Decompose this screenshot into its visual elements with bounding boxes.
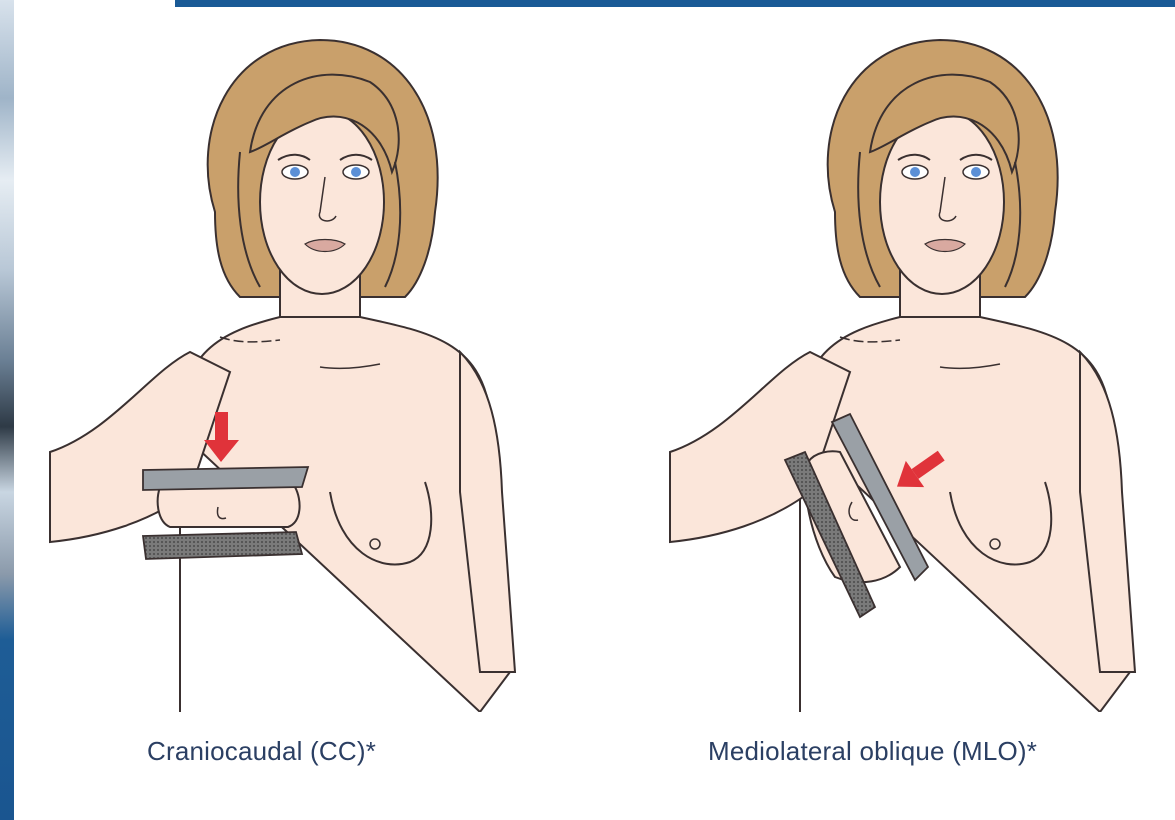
cc-illustration [40,12,560,712]
background-photo-strip [0,0,14,820]
top-accent-bar [175,0,1175,7]
caption-craniocaudal: Craniocaudal (CC)* [147,736,376,767]
mlo-illustration [660,12,1175,712]
compressed-breast [158,487,300,527]
mlo-figure-svg [660,12,1175,712]
detector-plate [143,532,302,559]
compression-paddle [143,467,308,490]
cc-figure-svg [40,12,560,712]
caption-mediolateral-oblique: Mediolateral oblique (MLO)* [708,736,1037,767]
